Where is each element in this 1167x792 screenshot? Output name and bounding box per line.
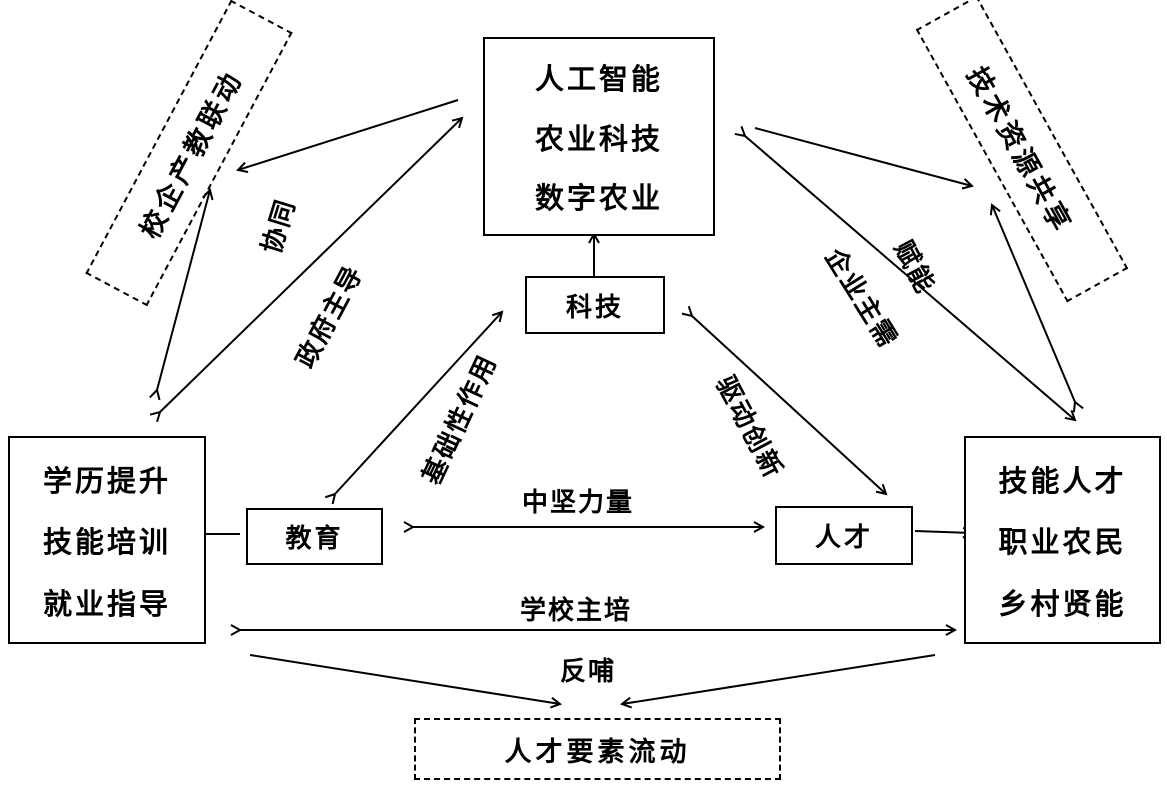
- label-feedback: 反哺: [560, 657, 617, 687]
- left-box-line-2: 技能培训: [42, 525, 171, 559]
- top-box-line-2: 农业科技: [534, 121, 663, 156]
- tech-box: 科技: [525, 276, 665, 334]
- right-box: 技能人才 职业农民 乡村贤能: [964, 436, 1161, 644]
- arrow-foundational-role: [335, 312, 502, 494]
- talent-flow-box: 人才要素流动: [414, 718, 781, 780]
- arrow-to-tech-share: [754, 127, 972, 186]
- edu-box: 教育: [246, 508, 383, 565]
- right-box-line-2: 职业农民: [998, 525, 1127, 559]
- talent-flow-label: 人才要素流动: [504, 736, 691, 768]
- top-box-line-1: 人工智能: [534, 62, 663, 97]
- arrow-to-school-enterprise: [238, 99, 459, 170]
- arrow-tech-share-right-box: [992, 205, 1075, 402]
- right-box-line-3: 乡村贤能: [998, 586, 1127, 621]
- left-box-line-3: 就业指导: [42, 586, 171, 621]
- talent-label: 人才: [814, 523, 873, 553]
- left-box: 学历提升 技能培训 就业指导: [8, 436, 206, 644]
- edu-label: 教育: [285, 524, 344, 554]
- right-box-line-1: 技能人才: [998, 463, 1127, 498]
- arrow-drive-innovation: [692, 316, 886, 494]
- label-school-training: 学校主培: [520, 596, 633, 626]
- arrow-feedback-left: [249, 654, 560, 704]
- left-box-line-1: 学历提升: [42, 463, 171, 498]
- talent-box: 人才: [775, 506, 913, 565]
- arrow-feedback-right: [622, 654, 936, 704]
- top-box-line-3: 数字农业: [534, 180, 663, 215]
- top-box: 人工智能 农业科技 数字农业: [483, 37, 715, 236]
- label-backbone-force: 中坚力量: [522, 488, 635, 518]
- arrow-government-led: [160, 118, 462, 412]
- arrow-talent-to-right: [914, 531, 972, 533]
- tech-label: 科技: [565, 292, 624, 323]
